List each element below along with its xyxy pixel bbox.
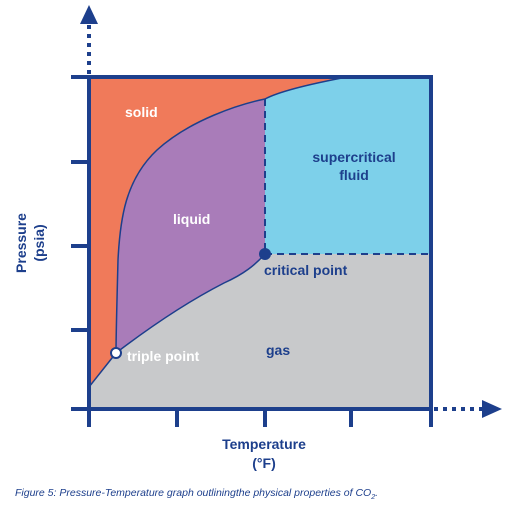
liquid-region (116, 99, 265, 353)
vaporization-curve (115, 253, 266, 354)
y-axis-ticks (71, 75, 89, 411)
x-axis-arrow-icon (482, 400, 502, 418)
plot-frame (87, 75, 433, 411)
caption-subscript: 2 (371, 494, 376, 502)
phase-diagram: solid liquid supercritical fluid gas tri… (13, 5, 502, 471)
x-axis-ticks (87, 409, 433, 427)
supercritical-label-line2: fluid (339, 167, 369, 183)
solid-label: solid (125, 104, 158, 120)
supercritical-label-line1: supercritical (312, 149, 395, 165)
gas-region (89, 254, 431, 409)
triple-point-marker (110, 347, 122, 359)
solid-region (89, 77, 347, 387)
x-axis-title-line1: Temperature (222, 436, 306, 452)
triple-point-label: triple point (127, 348, 200, 364)
caption-text: Figure 5: Pressure-Temperature graph out… (15, 487, 372, 499)
supercritical-region (265, 77, 431, 254)
critical-point-marker (259, 248, 271, 260)
liquid-label: liquid (173, 211, 210, 227)
melting-curve (115, 76, 348, 354)
critical-point-label: critical point (264, 262, 348, 278)
y-axis-arrow-icon (80, 5, 98, 24)
figure-caption: Figure 5: Pressure-Temperature graph out… (15, 487, 505, 501)
x-axis-title-line2: (°F) (252, 455, 275, 471)
sublimation-curve (88, 352, 117, 388)
y-axis-title-line2: (psia) (31, 224, 47, 261)
caption-suffix: . (375, 487, 379, 499)
y-axis-title-line1: Pressure (13, 213, 29, 273)
gas-label: gas (266, 342, 290, 358)
